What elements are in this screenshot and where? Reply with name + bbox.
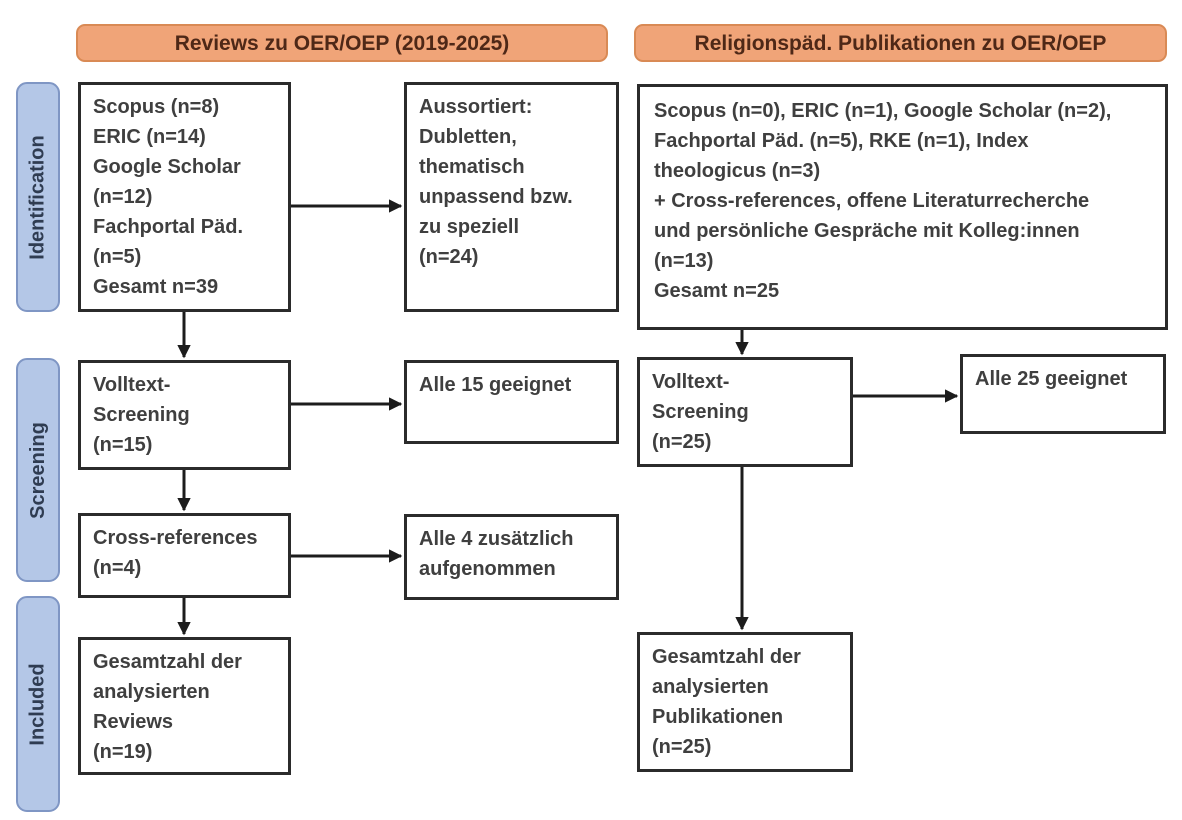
box-all-4-added: Alle 4 zusätzlich aufgenommen (404, 514, 619, 600)
column-header-religious-ed: Religionspäd. Publikationen zu OER/OEP (634, 24, 1167, 62)
box-cross-references: Cross-references (n=4) (78, 513, 291, 598)
stage-tab-included: Included (16, 596, 60, 812)
box-sorted-out: Aussortiert: Dubletten, thematisch unpas… (404, 82, 619, 312)
stage-tab-identification: Identification (16, 82, 60, 312)
box-fulltext-screening-religious-ed: Volltext- Screening (n=25) (637, 357, 853, 467)
box-total-analyzed-reviews: Gesamtzahl der analysierten Reviews (n=1… (78, 637, 291, 775)
stage-tab-screening: Screening (16, 358, 60, 582)
box-total-analyzed-publications: Gesamtzahl der analysierten Publikatione… (637, 632, 853, 772)
box-all-15-eligible: Alle 15 geeignet (404, 360, 619, 444)
stage-label-included: Included (26, 662, 49, 746)
box-identification-sources-reviews: Scopus (n=8) ERIC (n=14) Google Scholar … (78, 82, 291, 312)
stage-label-screening: Screening (26, 421, 49, 519)
box-identification-sources-religious-ed: Scopus (n=0), ERIC (n=1), Google Scholar… (637, 84, 1168, 330)
stage-label-identification: Identification (26, 134, 49, 260)
box-fulltext-screening-reviews: Volltext- Screening (n=15) (78, 360, 291, 470)
box-all-25-eligible: Alle 25 geeignet (960, 354, 1166, 434)
column-header-reviews: Reviews zu OER/OEP (2019-2025) (76, 24, 608, 62)
